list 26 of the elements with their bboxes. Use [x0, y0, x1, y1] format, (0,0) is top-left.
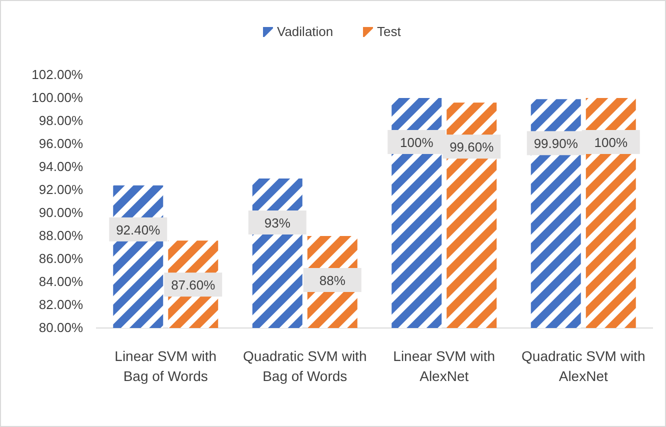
- y-tick-label: 90.00%: [38, 205, 83, 220]
- value-label: 100%: [388, 130, 446, 154]
- value-label: 88%: [303, 268, 362, 292]
- value-label: 99.90%: [526, 131, 585, 156]
- y-tick-label: 94.00%: [38, 159, 83, 174]
- value-label: 87.60%: [164, 272, 222, 297]
- legend-label: Vadilation: [277, 24, 334, 39]
- y-tick-label: 96.00%: [38, 136, 83, 151]
- value-label: 99.60%: [442, 134, 501, 159]
- y-tick-label: 80.00%: [38, 320, 83, 335]
- y-tick-label: 82.00%: [38, 297, 83, 312]
- y-tick-label: 92.00%: [38, 182, 83, 197]
- y-tick-label: 100.00%: [30, 90, 83, 105]
- y-tick-label: 84.00%: [38, 274, 83, 289]
- legend-label: Test: [377, 24, 401, 39]
- y-tick-label: 86.00%: [38, 251, 83, 266]
- category-label: Quadratic SVM with AlexNet: [520, 347, 646, 386]
- y-tick-label: 102.00%: [30, 67, 83, 82]
- y-tick-label: 98.00%: [38, 113, 83, 128]
- category-label: Linear SVM with Bag of Words: [114, 347, 218, 386]
- y-tick-label: 88.00%: [38, 228, 83, 243]
- value-label: 93%: [248, 210, 306, 234]
- category-label: Quadratic SVM with Bag of Words: [242, 347, 368, 386]
- value-label: 100%: [582, 130, 640, 154]
- value-label: 92.40%: [109, 217, 168, 242]
- category-label: Linear SVM with AlexNet: [392, 347, 496, 386]
